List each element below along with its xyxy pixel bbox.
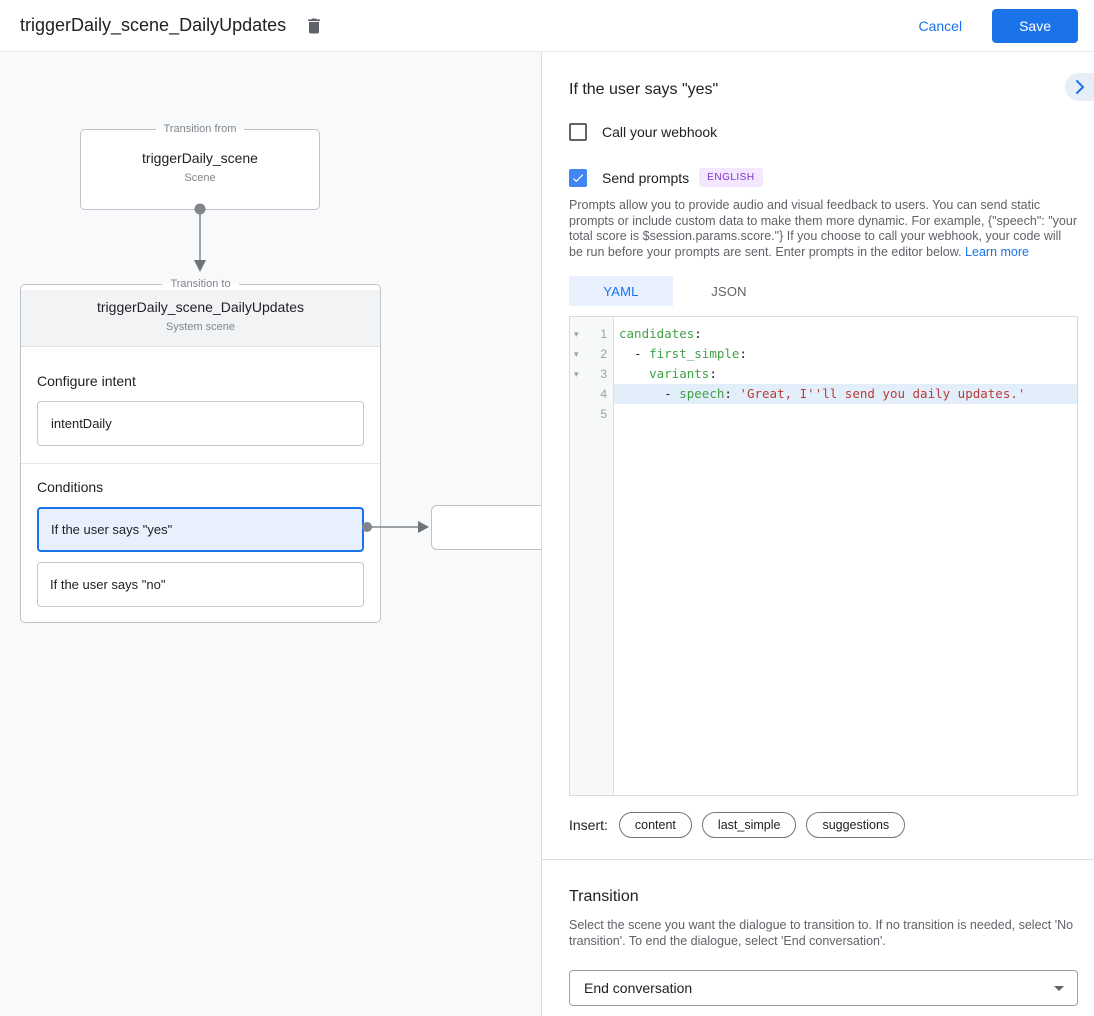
- gutter-row: ▾2: [570, 344, 613, 364]
- webhook-label: Call your webhook: [602, 124, 718, 140]
- page-title: triggerDaily_scene_DailyUpdates: [20, 15, 287, 35]
- transition-to-body: Configure intent intentDaily Conditions …: [21, 347, 380, 623]
- collapse-panel-button[interactable]: [1065, 73, 1094, 101]
- line-number: 3: [600, 367, 607, 381]
- send-prompts-label: Send prompts: [602, 169, 690, 186]
- transition-select-value: End conversation: [584, 980, 693, 996]
- condition-editor-panel: If the user says "yes" Call your webhook…: [541, 52, 1094, 1016]
- gutter-row: 4: [570, 384, 613, 404]
- chevron-right-icon: [1075, 80, 1084, 94]
- transition-from-box[interactable]: Transition from triggerDaily_scene Scene: [80, 123, 320, 210]
- transition-description: Select the scene you want the dialogue t…: [569, 918, 1074, 948]
- configure-intent-heading: Configure intent: [37, 373, 136, 389]
- conditions-heading: Conditions: [37, 479, 104, 495]
- transition-to-legend: Transition to: [170, 278, 231, 290]
- code-line[interactable]: candidates:: [619, 326, 702, 341]
- panel-title: If the user says "yes": [569, 81, 719, 98]
- panel-divider: [542, 859, 1094, 860]
- transition-to-header[interactable]: triggerDaily_scene_DailyUpdates System s…: [21, 290, 380, 347]
- send-prompts-checkbox[interactable]: [569, 168, 587, 187]
- insert-label: Insert:: [569, 817, 608, 833]
- language-badge: ENGLISH: [699, 168, 763, 187]
- delete-scene-button[interactable]: [304, 16, 324, 36]
- line-number: 2: [600, 347, 607, 361]
- gutter-row: ▾3: [570, 364, 613, 384]
- cancel-button[interactable]: Cancel: [918, 17, 963, 34]
- editor-code[interactable]: candidates: - first_simple: variants: - …: [614, 317, 1077, 795]
- condition-item-no[interactable]: If the user says "no": [37, 562, 364, 607]
- connector-arrow-down: [194, 203, 206, 272]
- transition-from-type: Scene: [184, 172, 216, 184]
- tab-json[interactable]: JSON: [711, 283, 747, 299]
- code-line[interactable]: - speech: 'Great, I''ll send you daily u…: [614, 384, 1077, 404]
- transition-to-type: System scene: [165, 321, 236, 333]
- line-number: 4: [600, 387, 607, 401]
- insert-chip-suggestions[interactable]: suggestions: [806, 812, 906, 838]
- trash-icon: [304, 16, 324, 36]
- save-button[interactable]: Save: [992, 8, 1078, 43]
- prompts-description: Prompts allow you to provide audio and v…: [569, 198, 1078, 260]
- transition-to-card: Transition to triggerDaily_scene_DailyUp…: [20, 278, 381, 623]
- editor-format-tabs: YAML JSON: [569, 276, 1078, 306]
- line-number: 1: [600, 327, 607, 341]
- condition-item-yes[interactable]: If the user says "yes": [37, 507, 364, 552]
- webhook-checkbox[interactable]: [569, 123, 587, 141]
- condition-item-label: If the user says "no": [50, 577, 166, 592]
- transition-from-name: triggerDaily_scene: [142, 150, 258, 166]
- insert-chip-content[interactable]: content: [618, 812, 692, 838]
- topbar: triggerDaily_scene_DailyUpdates Cancel S…: [0, 0, 1094, 52]
- gutter-row: ▾1: [570, 324, 613, 344]
- transition-target-box[interactable]: [431, 505, 541, 550]
- intent-field-value: intentDaily: [51, 416, 112, 431]
- dropdown-caret-icon: [1054, 985, 1064, 991]
- card-divider: [21, 463, 380, 464]
- connector-arrow-right: [362, 521, 429, 533]
- insert-row: Insert: content last_simple suggestions: [569, 812, 1078, 838]
- code-line[interactable]: - first_simple:: [619, 346, 747, 361]
- gutter-row: 5: [570, 404, 613, 424]
- transition-to-name: triggerDaily_scene_DailyUpdates: [97, 299, 304, 315]
- fold-arrow-icon[interactable]: ▾: [574, 329, 579, 339]
- checkmark-icon: [571, 171, 585, 185]
- condition-item-label: If the user says "yes": [51, 522, 173, 537]
- scene-flow-canvas: Transition from triggerDaily_scene Scene…: [0, 52, 541, 1016]
- code-line[interactable]: [614, 404, 1077, 424]
- transition-select[interactable]: End conversation: [569, 970, 1078, 1006]
- tab-yaml[interactable]: YAML: [569, 276, 673, 306]
- fold-arrow-icon[interactable]: ▾: [574, 369, 579, 379]
- fold-arrow-icon[interactable]: ▾: [574, 349, 579, 359]
- insert-chip-last-simple[interactable]: last_simple: [701, 812, 797, 838]
- intent-field[interactable]: intentDaily: [37, 401, 364, 446]
- code-line[interactable]: variants:: [649, 366, 717, 381]
- line-number: 5: [600, 407, 607, 421]
- transition-heading: Transition: [569, 888, 639, 905]
- transition-from-legend: Transition from: [163, 123, 237, 135]
- prompts-description-text: Prompts allow you to provide audio and v…: [569, 198, 1077, 259]
- main-split: Transition from triggerDaily_scene Scene…: [0, 52, 1094, 1016]
- learn-more-link[interactable]: Learn more: [965, 244, 1029, 259]
